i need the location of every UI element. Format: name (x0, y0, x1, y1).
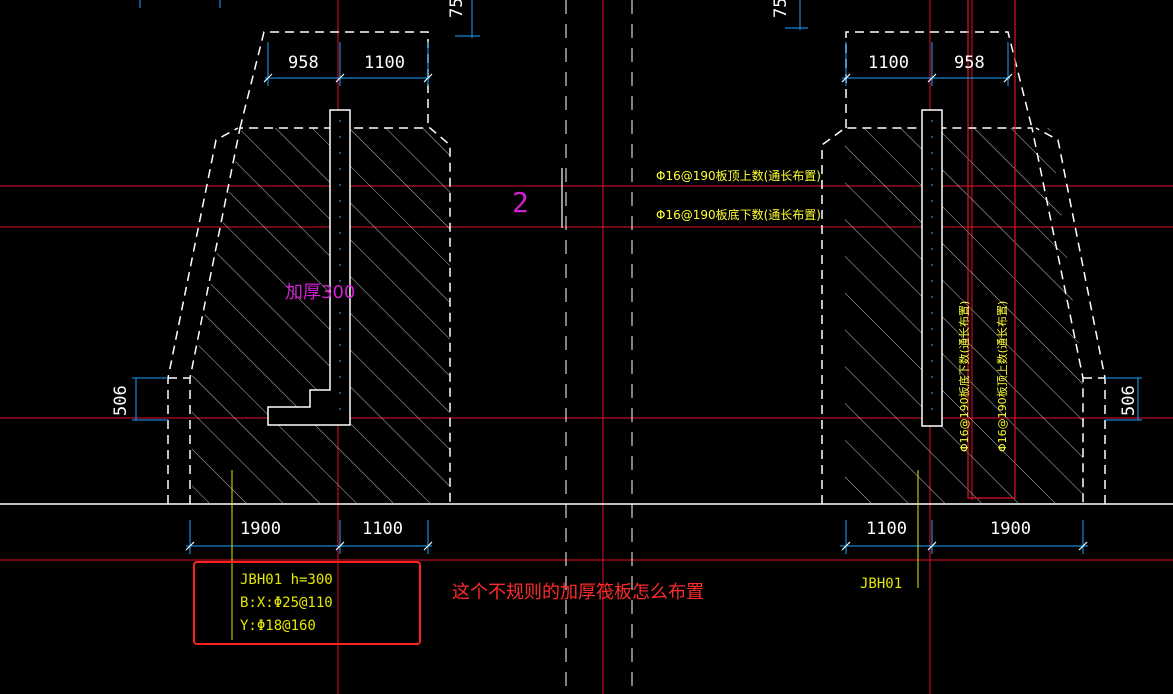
left-pit-outer-outline (167, 127, 239, 504)
right-red-bracket (967, 0, 1016, 499)
left-pit (167, 31, 451, 504)
left-pit-hatch (192, 128, 450, 504)
rebar-top-label: Φ16@190板顶上数(通长布置) (656, 168, 821, 183)
callout-line-3: Y:Φ18@160 (240, 618, 316, 634)
right-jbh-label: JBH01 (860, 576, 902, 592)
callout-line-1: JBH01 h=300 (240, 572, 333, 588)
dim-top-left-1100: 1100 (364, 53, 405, 73)
right-rebar-shape (921, 109, 943, 427)
dim-top-right-1100: 1100 (868, 53, 909, 73)
dim-ticks (185, 73, 1088, 551)
dim-bottom-left-1100: 1100 (362, 519, 403, 539)
left-pit-upper-outline (239, 31, 429, 129)
dim-bottom-right-1100: 1100 (866, 519, 907, 539)
right-pit-outer-outline (1035, 127, 1106, 504)
dim-left-506: 506 (111, 385, 131, 416)
dim-right-506: 506 (1119, 385, 1139, 416)
dim-top-left-958: 958 (288, 53, 319, 73)
dim-bottom-left-1900: 1900 (240, 519, 281, 539)
section-mark: 2 (512, 186, 529, 219)
rebar-bottom-label: Φ16@190板底下数(通长布置) (656, 207, 821, 222)
center-axis (565, 0, 633, 694)
thicken-label: 加厚300 (285, 282, 355, 303)
rebar-vertical-label-2: Φ16@190板顶上数(通长布置) (995, 301, 1009, 452)
left-pit-inner-outline (189, 127, 451, 504)
callout-line-2: B:X:Φ25@110 (240, 595, 333, 611)
dim-top-right-958: 958 (954, 53, 985, 73)
callout-box[interactable] (193, 561, 421, 645)
rebar-vertical-label-1: Φ16@190板底下数(通长布置) (957, 301, 971, 452)
left-rebar-shape (267, 109, 351, 426)
dim-bottom-right-1900: 1900 (990, 519, 1031, 539)
question-annotation: 这个不规则的加厚筏板怎么布置 (452, 582, 704, 603)
right-pit-hatch (845, 128, 1083, 504)
dim-top-right-75: 75 (771, 0, 791, 18)
dim-top-left-75: 75 (447, 0, 467, 18)
